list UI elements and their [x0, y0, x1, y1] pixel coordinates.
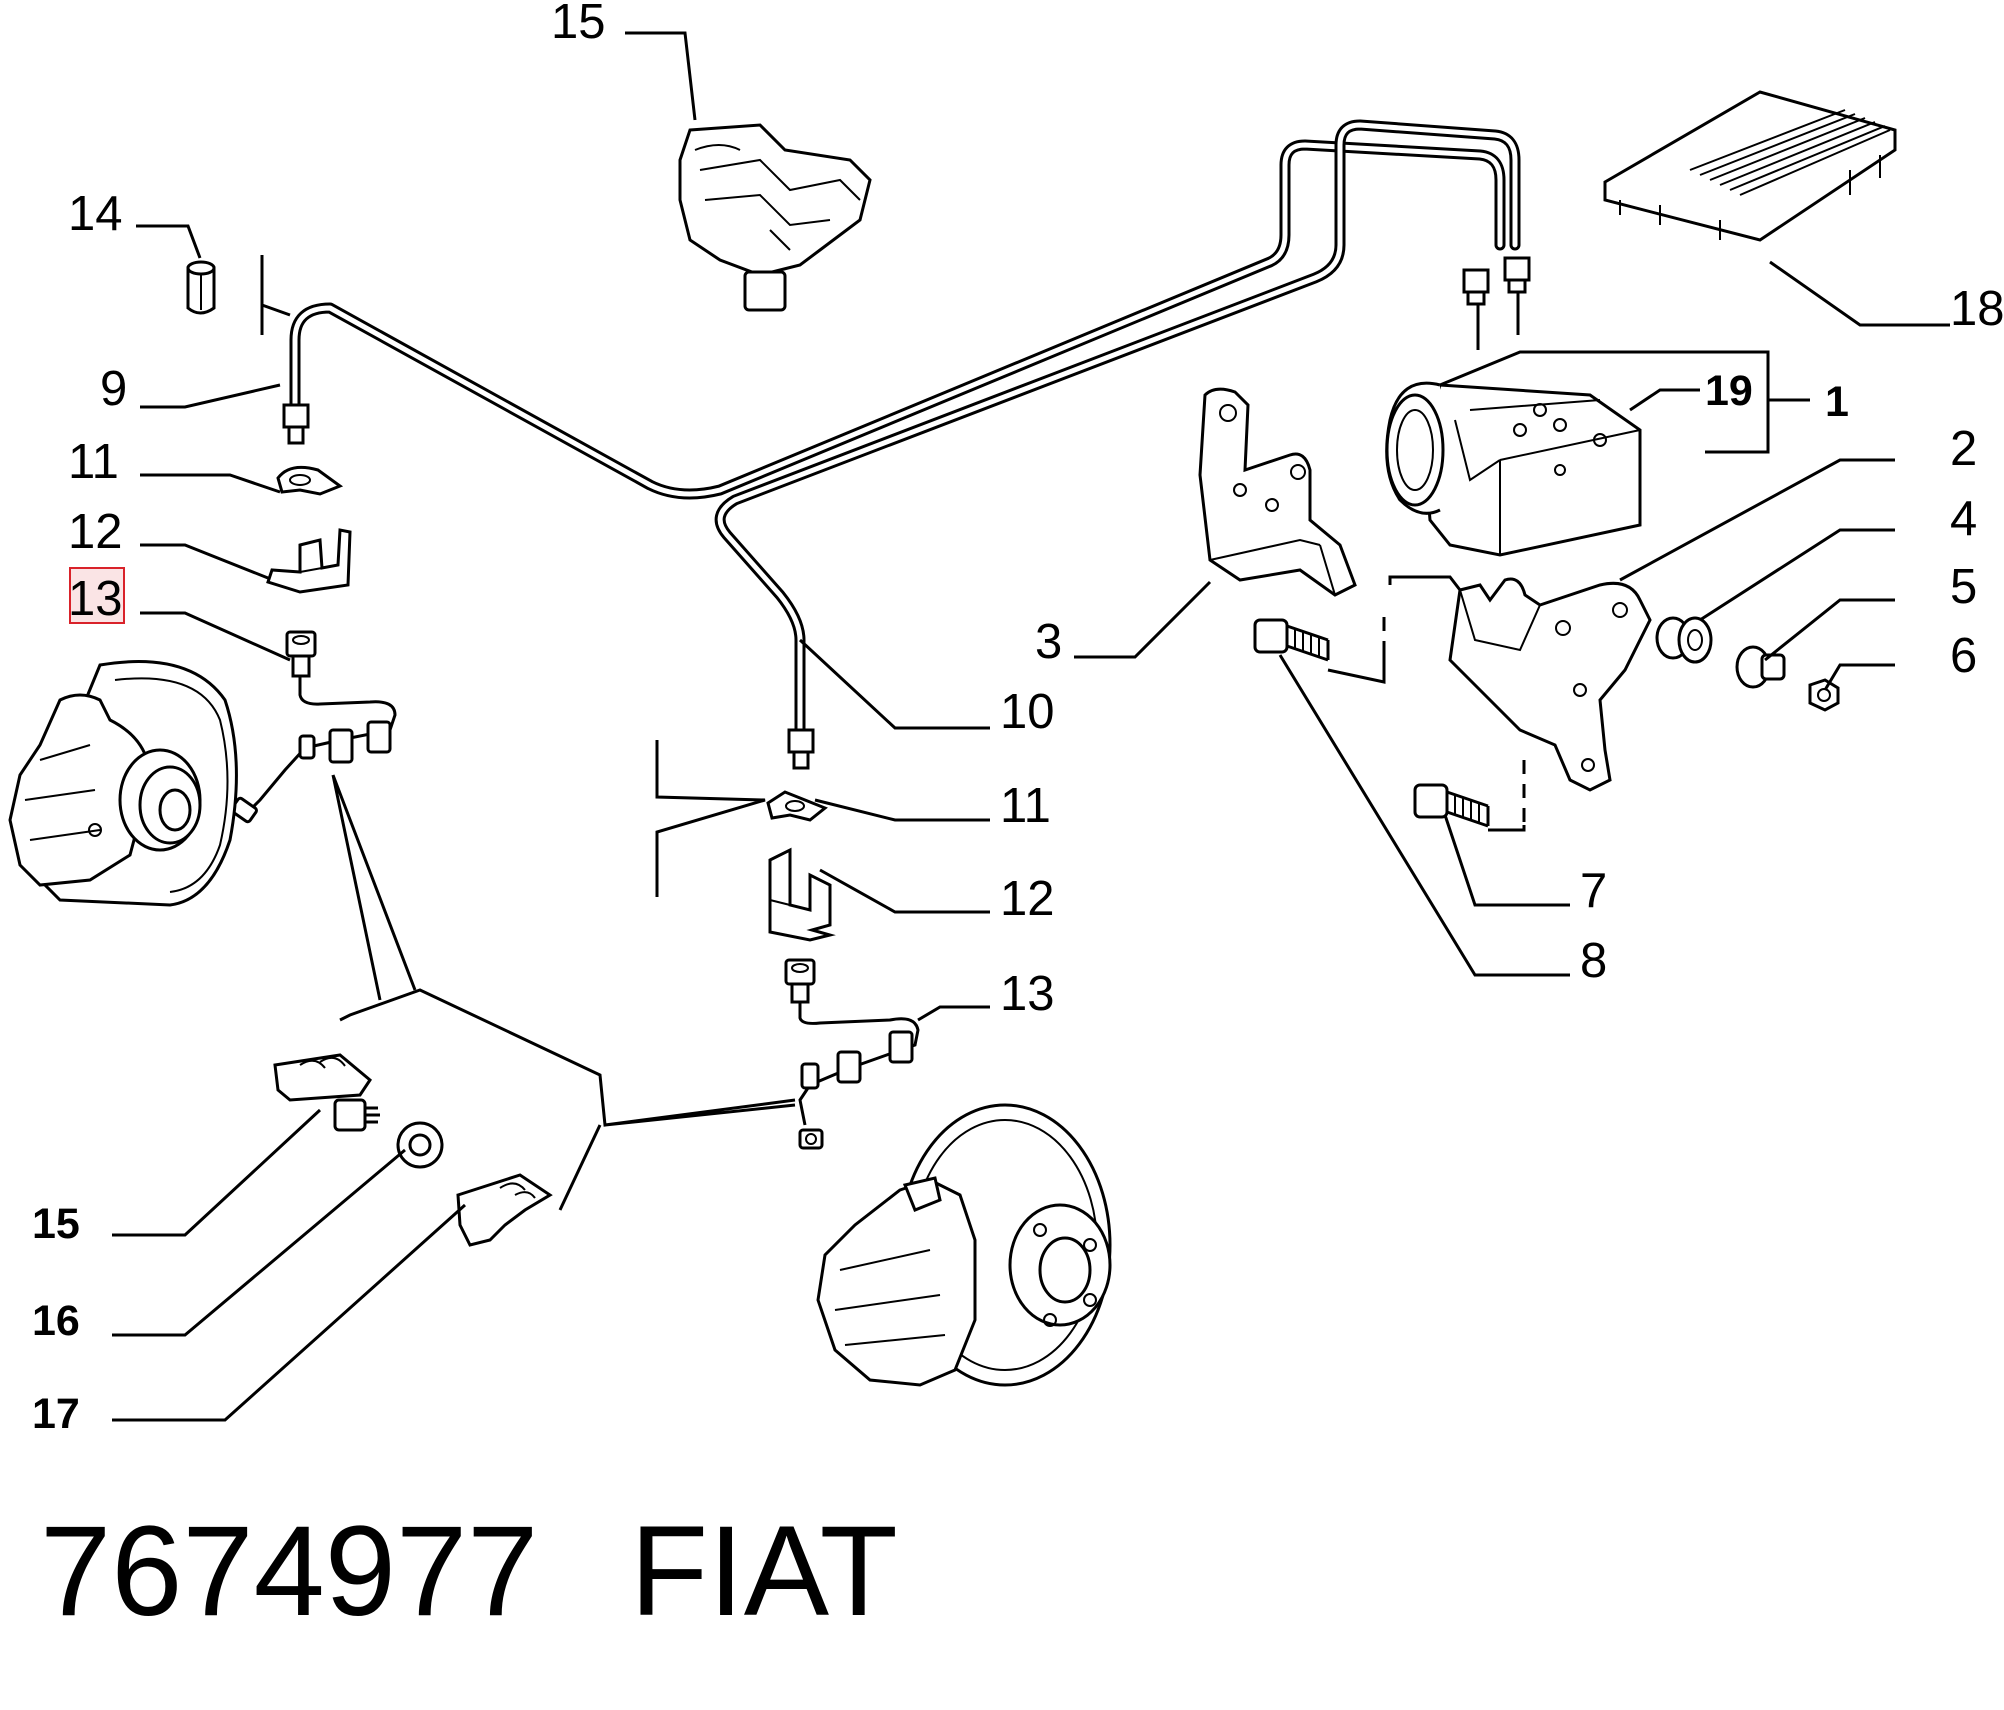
leader-lines [112, 31, 1950, 1422]
callout-13-middle: 13 [1000, 967, 1055, 1021]
callout-19: 19 [1705, 367, 1753, 415]
part-12-left-bracket [266, 528, 352, 594]
part-5-spacer [1735, 645, 1786, 689]
part-6-nut [1808, 678, 1840, 712]
part-4-rubber-bushing [1655, 616, 1713, 664]
part-3-abs-bracket [1198, 387, 1357, 597]
pipe-fitting-10 [787, 728, 815, 770]
part-11-middle-clip [766, 790, 828, 822]
callout-1: 1 [1825, 378, 1849, 426]
callout-9: 9 [100, 362, 127, 416]
callout-13-left: 13 [68, 572, 123, 626]
part-16-bottom-washer [396, 1121, 444, 1169]
callout-8: 8 [1580, 934, 1607, 988]
part-13-middle-flex-hose [784, 958, 920, 1150]
callout-12-left: 12 [68, 505, 123, 559]
callout-17: 17 [32, 1390, 80, 1438]
callout-3: 3 [1035, 615, 1062, 669]
part-18-abs-cover [1603, 90, 1897, 242]
part-17-bottom-clip [456, 1173, 553, 1247]
part-12-middle-bracket [768, 847, 836, 942]
callout-12-middle: 12 [1000, 872, 1055, 926]
callout-10: 10 [1000, 685, 1055, 739]
pipe-fitting-abs-a [1462, 268, 1490, 306]
callout-15-bottom: 15 [32, 1200, 80, 1248]
part-7-bolt [1413, 783, 1490, 828]
left-brake-disc-caliper [8, 660, 238, 907]
part-19-abs-hydraulic-unit [1385, 381, 1642, 557]
part-11-left-clip [276, 465, 344, 496]
callout-15-top: 15 [551, 0, 606, 49]
callout-14: 14 [68, 187, 123, 241]
pipe-fitting-abs-b [1503, 256, 1531, 294]
callout-6: 6 [1950, 629, 1977, 683]
callout-2: 2 [1950, 422, 1977, 476]
callout-11-left: 11 [68, 435, 119, 489]
callout-7: 7 [1580, 864, 1607, 918]
part-15-bottom-clip-bolt [273, 1053, 380, 1132]
pipe-fitting-9 [282, 403, 310, 445]
callout-labels: 15 14 9 11 12 13 18 19 1 2 4 5 6 3 10 11… [32, 0, 2004, 1438]
callout-16: 16 [32, 1297, 80, 1345]
part-number: 7674977 [40, 1500, 538, 1643]
callout-4: 4 [1950, 492, 1977, 546]
part-2-abs-bracket [1448, 577, 1652, 792]
brand-name: FIAT [630, 1500, 898, 1643]
part-13-left-flex-hose [230, 630, 397, 824]
callout-5: 5 [1950, 560, 1977, 614]
part-8-bolt [1253, 618, 1330, 662]
part-15-pressure-regulator-valve [678, 123, 872, 312]
brake-pipe-assembly [282, 119, 1531, 770]
callout-11-middle: 11 [1000, 779, 1051, 833]
highlight-box [69, 567, 125, 624]
callout-18: 18 [1950, 282, 2004, 336]
part-14-rubber-bushing [186, 260, 216, 315]
right-brake-disc-caliper [816, 1103, 1112, 1387]
